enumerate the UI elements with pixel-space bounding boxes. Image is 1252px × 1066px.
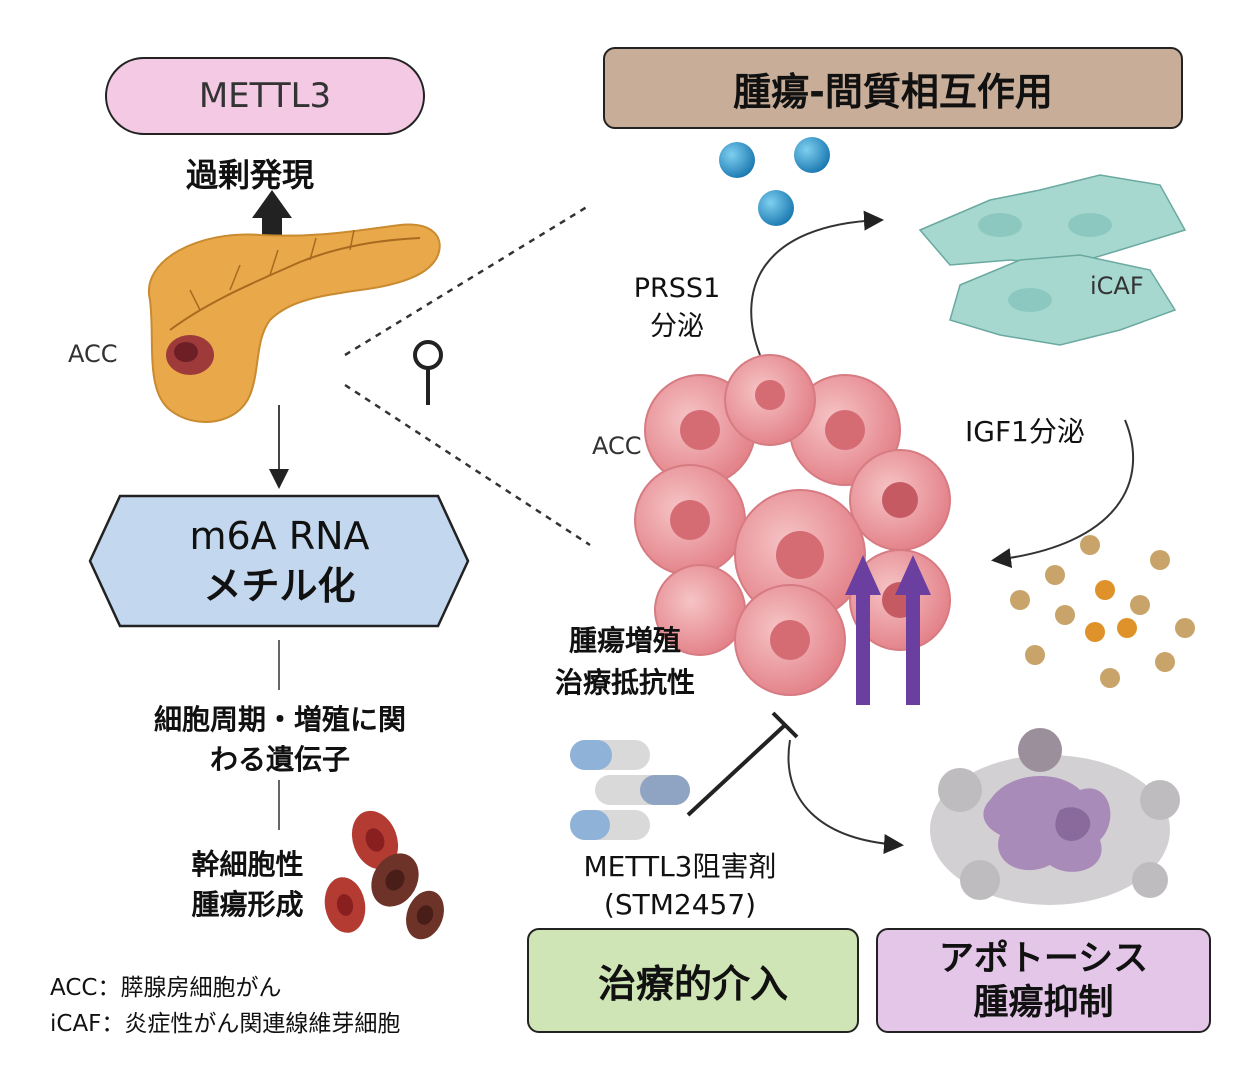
acc-cluster-label: ACC	[592, 432, 642, 460]
apoptosis-line2: 腫瘍抑制	[973, 982, 1114, 1023]
mettl3-label: METTL3	[198, 76, 332, 116]
m6a-hexagon	[88, 494, 470, 628]
apoptotic-cells	[930, 728, 1180, 905]
magnifier-icon	[413, 340, 443, 405]
cell-cycle-genes: 細胞周期・増殖に関 わる遺伝子	[115, 700, 445, 780]
zoom-line-bottom	[344, 383, 591, 547]
m6a-line1: m6A RNA	[189, 514, 370, 558]
tumor-stroma-interaction-box: 腫瘍-間質相互作用	[603, 47, 1183, 129]
m6a-line2: メチル化	[203, 564, 356, 608]
tumor-growth-arrows	[845, 555, 931, 705]
stemness-line1: 幹細胞性	[191, 848, 304, 881]
prss1-secretion: PRSS1 分泌	[612, 270, 742, 346]
tumor-stroma-interaction-title: 腫瘍-間質相互作用	[733, 69, 1053, 114]
prss1-line1: PRSS1	[633, 273, 721, 304]
icaf-cells	[918, 174, 1187, 346]
inhibitor-line1: METTL3阻害剤	[583, 850, 777, 883]
cell-cycle-line1: 細胞周期・増殖に関	[153, 703, 406, 736]
therapeutic-intervention-box: 治療的介入	[527, 928, 859, 1033]
inhibitor-label: METTL3阻害剤 (STM2457)	[555, 848, 805, 924]
apoptosis-line1: アポトーシス	[938, 938, 1149, 979]
overexpression-label: 過剰発現	[186, 156, 315, 194]
pancreas-illustration	[147, 223, 441, 423]
igf1-secretion: IGF1分泌	[965, 415, 1085, 448]
legend-acc: ACC：膵腺房細胞がん	[50, 975, 282, 1001]
inhibition-line	[686, 723, 787, 817]
acc-pancreas-label: ACC	[68, 340, 118, 368]
tumor-effects-line2: 治療抵抗性	[554, 666, 695, 699]
mettl3-pill: METTL3	[105, 57, 425, 135]
legend-icaf: iCAF：炎症性がん関連線維芽細胞	[50, 1011, 401, 1037]
apoptosis-box: アポトーシス 腫瘍抑制	[876, 928, 1211, 1033]
stemness-line2: 腫瘍形成	[191, 888, 304, 921]
stem-cells	[324, 810, 444, 940]
m6a-text: m6A RNA メチル化	[92, 496, 467, 626]
inhibitor-line2: (STM2457)	[603, 888, 757, 921]
inhibition-bar	[771, 711, 799, 739]
arrow-igf1-to-tumor	[991, 419, 1134, 569]
prss1-molecules	[719, 137, 830, 226]
legend: ACC：膵腺房細胞がん iCAF：炎症性がん関連線維芽細胞	[50, 970, 400, 1042]
tumor-effects: 腫瘍増殖 治療抵抗性	[530, 620, 720, 704]
stemness-text: 幹細胞性 腫瘍形成	[170, 845, 325, 925]
tumor-effects-line1: 腫瘍増殖	[568, 624, 681, 657]
inhibitor-capsules	[570, 740, 690, 840]
prss1-line2: 分泌	[650, 311, 704, 342]
igf1-molecules	[1010, 535, 1195, 688]
arrow-prss1-to-icaf	[750, 210, 884, 356]
arrow-to-apoptosis	[787, 739, 904, 854]
icaf-label: iCAF	[1090, 272, 1144, 300]
acc-tumor-cluster	[634, 354, 951, 696]
cell-cycle-line2: わる遺伝子	[209, 743, 350, 776]
therapeutic-intervention-label: 治療的介入	[597, 962, 788, 1006]
